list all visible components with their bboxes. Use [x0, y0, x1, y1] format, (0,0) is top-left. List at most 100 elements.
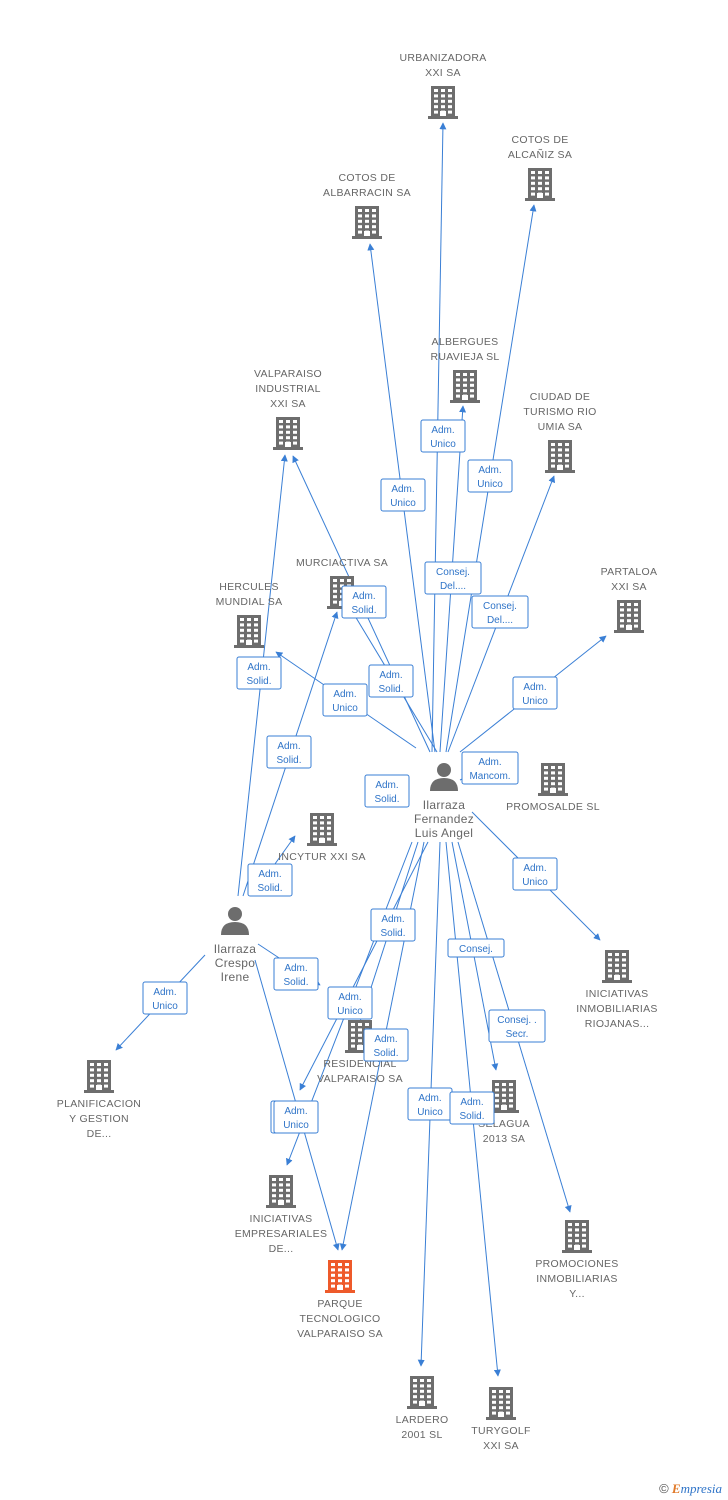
relation-label-r5[interactable]: Consej.Del.... [471, 595, 529, 629]
building-icon [352, 206, 382, 239]
relation-text: Solid. [283, 977, 308, 988]
relation-label-r2[interactable]: Adm.Unico [380, 478, 426, 512]
edges-layer [115, 122, 607, 1377]
node-label-line: PARQUE [317, 1298, 362, 1310]
building-icon [602, 950, 632, 983]
relation-text: Unico [283, 1120, 309, 1131]
node-label-line: RIOJANAS... [585, 1018, 650, 1030]
relation-text: Adm. [379, 670, 402, 681]
node-label-line: DE... [269, 1243, 294, 1255]
building-icon [545, 440, 575, 473]
node-label-line: Crespo [215, 956, 256, 970]
relation-text: Solid. [351, 605, 376, 616]
relation-text: Adm. [374, 1034, 397, 1045]
relation-label-r17[interactable]: Consej. [447, 938, 505, 958]
relation-label-r22[interactable]: Adm. Solid. [449, 1091, 495, 1125]
relation-label-r26[interactable]: Adm.Solid. [273, 957, 319, 991]
relation-text: Adm. [460, 1097, 483, 1108]
relation-label-r24[interactable]: Adm. Unico [142, 981, 188, 1015]
relation-label-r6[interactable]: Adm. Solid. [341, 585, 387, 619]
node-label-line: Irene [221, 970, 250, 984]
relation-label-r7[interactable]: Adm. Solid. [368, 664, 414, 698]
node-label-line: VALPARAISO SA [297, 1328, 383, 1340]
relation-text: Adm. [375, 780, 398, 791]
relation-label-r10[interactable]: Adm.Mancom. [461, 751, 519, 785]
node-label-line: TURYGOLF [471, 1425, 530, 1437]
relation-text: Solid. [276, 755, 301, 766]
relation-label-r21[interactable]: Adm.Unico [407, 1087, 453, 1121]
relation-text: Unico [477, 479, 503, 490]
relation-text: Adm. [338, 992, 361, 1003]
empresia-brand[interactable]: © Empresia [659, 1481, 722, 1497]
node-label-line: Y GESTION [69, 1113, 129, 1125]
relation-label-r15[interactable]: Adm.Unico [512, 857, 558, 891]
relation-label-r9[interactable]: Adm.Unico [512, 676, 558, 710]
node-label-line: XXI SA [611, 581, 647, 593]
company-node-promosalde[interactable]: PROMOSALDE SL [506, 763, 600, 813]
node-label-line: PROMOSALDE SL [506, 801, 600, 813]
relation-text: Adm. [153, 987, 176, 998]
company-node-iniciativas_empresariales[interactable]: INICIATIVASEMPRESARIALESDE... [235, 1175, 328, 1255]
relation-text: Unico [332, 703, 358, 714]
relations-layer: Adm.UnicoAdm.UnicoAdm.UnicoConsej.Del...… [142, 419, 558, 1134]
relation-text: Adm. [277, 741, 300, 752]
node-label-line: INMOBILIARIAS [536, 1273, 618, 1285]
relation-label-r1[interactable]: Adm.Unico [420, 419, 466, 453]
relation-text: Unico [152, 1001, 178, 1012]
relation-text: Solid. [378, 684, 403, 695]
node-label-line: LARDERO [396, 1414, 449, 1426]
node-label-line: TURISMO RIO [523, 406, 596, 418]
building-icon [450, 370, 480, 403]
relation-label-r4[interactable]: Consej.Del.... [424, 561, 482, 595]
relation-label-r19[interactable]: Adm.Unico [327, 986, 373, 1020]
relation-text: Adm. [391, 484, 414, 495]
relation-label-r3[interactable]: Adm. Unico [467, 459, 513, 493]
relation-label-r8[interactable]: Adm. Unico [322, 683, 368, 717]
relation-text: Adm. [352, 591, 375, 602]
relation-label-r23[interactable]: Adm.Solid. [363, 1028, 409, 1062]
building-icon [307, 813, 337, 846]
relation-label-r11[interactable]: Adm.Solid. [364, 774, 410, 808]
company-node-promociones[interactable]: PROMOCIONESINMOBILIARIASY... [535, 1220, 618, 1300]
relation-label-r12[interactable]: Adm.Solid. [236, 656, 282, 690]
company-node-incytur[interactable]: INCYTUR XXI SA [278, 813, 366, 863]
node-label-line: Y... [569, 1288, 585, 1300]
relation-label-r13[interactable]: Adm. Solid. [266, 735, 312, 769]
relation-text: Adm. [478, 465, 501, 476]
node-label-line: DE... [87, 1128, 112, 1140]
company-node-urbanizadora[interactable]: URBANIZADORA XXI SA [399, 52, 486, 119]
relation-label-r25[interactable]: Adm.Unico [273, 1100, 319, 1134]
relation-label-r20[interactable]: Consej. .Secr. [488, 1009, 546, 1043]
relation-text: Adm. [333, 689, 356, 700]
node-label-line: RUAVIEJA SL [430, 351, 499, 363]
node-label-line: URBANIZADORA [399, 52, 486, 64]
relation-text: Adm. [258, 869, 281, 880]
relation-text: Solid. [459, 1111, 484, 1122]
relation-label-r14[interactable]: Adm.Solid. [247, 863, 293, 897]
node-label-line: XXI SA [425, 67, 461, 79]
building-icon [84, 1060, 114, 1093]
company-node-iniciativas_riojanas[interactable]: INICIATIVASINMOBILIARIASRIOJANAS... [576, 950, 658, 1030]
node-label-line: INICIATIVAS [585, 988, 648, 1000]
node-label-line: TECNOLOGICO [300, 1313, 381, 1325]
company-node-parque[interactable]: PARQUE TECNOLOGICO VALPARAISO SA [297, 1260, 383, 1340]
node-label-line: COTOS DE [338, 172, 395, 184]
relation-label-r16[interactable]: Adm.Solid. [370, 908, 416, 942]
building-icon [234, 615, 264, 648]
relation-text: Adm. [431, 425, 454, 436]
relation-text: Adm. [418, 1093, 441, 1104]
